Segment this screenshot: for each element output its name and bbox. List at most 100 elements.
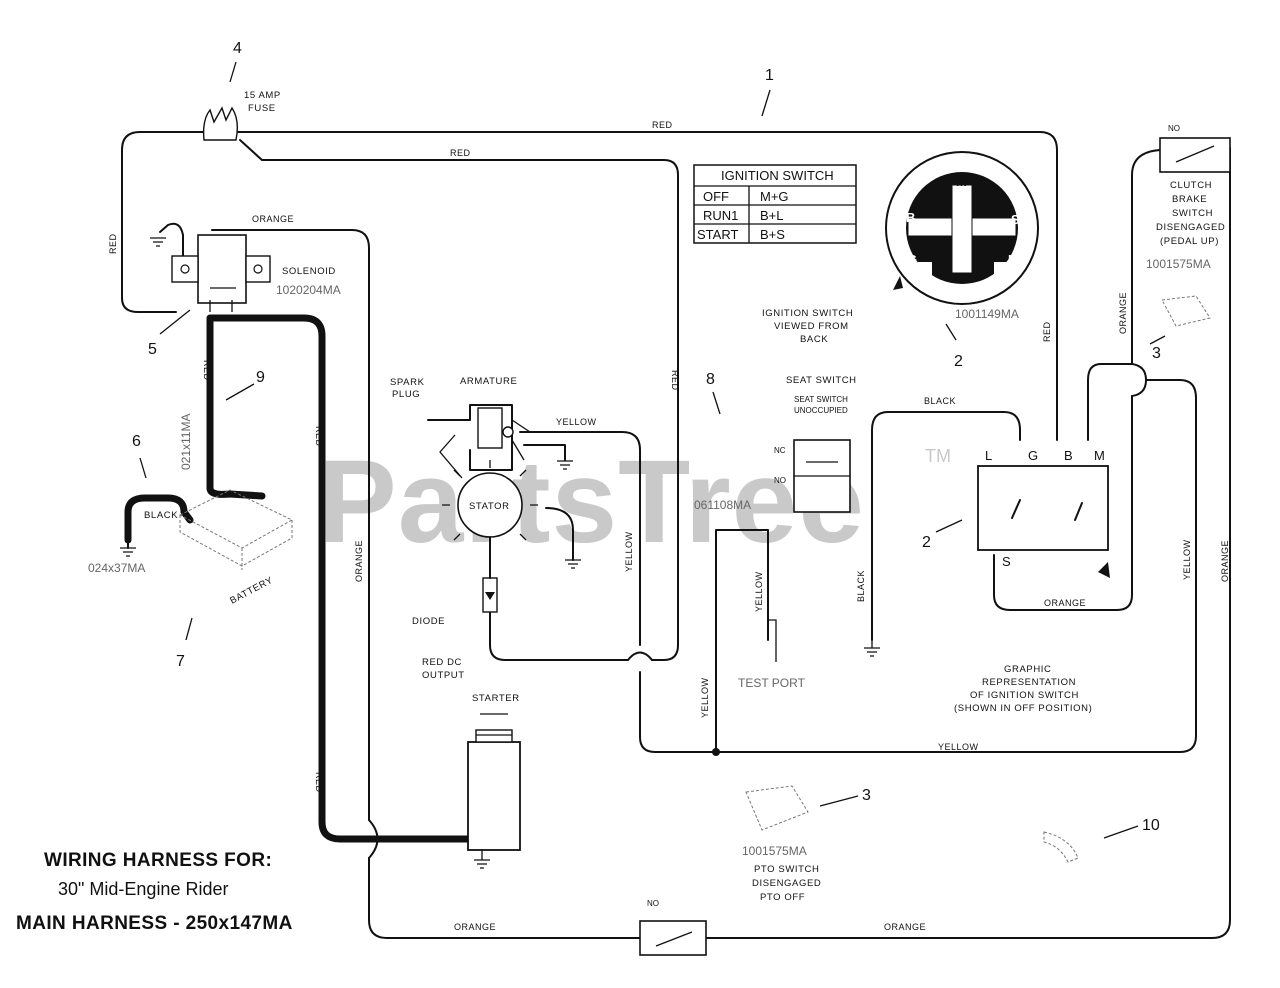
wire-red-dc — [489, 611, 629, 661]
callout-leader — [1103, 825, 1139, 839]
wire-label-red: RED — [314, 426, 324, 447]
graphic-terminal-b: B — [1064, 448, 1073, 463]
armature-outline — [427, 404, 513, 471]
ignition-row-pos: START — [697, 227, 738, 242]
clip-sketch — [1043, 831, 1079, 863]
battery-cable-black: BLACK — [144, 510, 178, 521]
wire-red-fuse-right — [237, 131, 1058, 441]
wire-stator-ground — [545, 507, 574, 561]
battery-label: BATTERY — [228, 575, 275, 607]
callout-4: 4 — [233, 40, 242, 57]
callout-3-pto: 3 — [862, 787, 871, 804]
diode-icon — [485, 592, 495, 600]
watermark-tm: TM — [925, 446, 951, 466]
battery: BATTERY BLACK 024x37MA 021x11MA — [88, 414, 294, 607]
armature-label: ARMATURE — [460, 376, 517, 387]
arrow-icon — [893, 276, 903, 290]
harness-part: 021x11MA — [179, 414, 193, 470]
callout-5: 5 — [148, 341, 157, 358]
callout-6: 6 — [132, 433, 141, 450]
wire-label-orange: ORANGE — [354, 540, 364, 582]
seat-switch-nc: NC — [774, 446, 786, 455]
callout-leader — [1149, 335, 1166, 345]
callout-1: 1 — [765, 67, 774, 84]
solenoid-body — [197, 234, 247, 304]
ground-symbol — [474, 850, 490, 869]
title-line-3: MAIN HARNESS - 250x147MA — [16, 913, 293, 934]
callout-leader — [712, 391, 721, 415]
terminal-g: G — [907, 252, 917, 267]
pto-no-label: NO — [647, 899, 659, 908]
ignition-row-conn: B+L — [760, 208, 784, 223]
wire-label-black: BLACK — [924, 396, 956, 406]
test-port-label: TEST PORT — [738, 676, 806, 690]
wire-solenoid-ground — [159, 222, 184, 271]
solenoid-tab-left — [171, 255, 199, 283]
wire-red-top — [121, 131, 206, 313]
callouts: 1 2 2 3 3 4 5 6 7 8 9 10 — [132, 40, 1166, 839]
pto-switch-body — [639, 920, 707, 956]
wire-red-second — [239, 139, 679, 661]
seat-switch-detail — [794, 461, 850, 477]
ignition-table-grid — [694, 185, 856, 243]
wire-orange-m — [1087, 363, 1133, 441]
ignition-table: IGNITION SWITCH OFF M+G RUN1 B+L START B… — [693, 164, 857, 244]
ignition-graphic-contacts — [1011, 499, 1083, 521]
wire-labels: RED RED RED ORANGE RED RED RED RED ORANG… — [108, 120, 1230, 932]
wire-armature-ground — [523, 444, 566, 461]
callout-leader — [945, 323, 957, 341]
clutch-label-3: SWITCH — [1172, 208, 1213, 219]
ground-symbol — [120, 547, 136, 557]
wire-battery-positive — [206, 314, 266, 500]
armature-terminal — [502, 426, 514, 438]
graphic-terminal-g: G — [1028, 448, 1038, 463]
wire-label-orange: ORANGE — [252, 214, 294, 224]
fuse-label-1: 15 AMP — [244, 90, 281, 101]
solenoid-terminals — [209, 287, 236, 312]
wire-label-yellow: YELLOW — [754, 571, 764, 612]
wire-orange-left — [211, 229, 370, 821]
solenoid-hole — [253, 264, 263, 274]
callout-leader — [159, 309, 191, 335]
solenoid-tab-right — [245, 255, 271, 283]
fuse-label-2: FUSE — [248, 103, 276, 114]
pto-label-1: PTO SWITCH — [754, 864, 819, 875]
callout-leader — [819, 795, 859, 807]
wire-label-red: RED — [652, 120, 673, 130]
ignition-row-conn: M+G — [760, 189, 789, 204]
ignition-switch-back: M B S G L IGNITION SWITCH VIEWED FROM BA… — [762, 151, 1039, 345]
wire-battery-black — [124, 494, 194, 544]
clutch-no-label: NO — [1168, 124, 1180, 133]
engine-magneto: STATOR SPARK PLUG ARMATURE DIODE RED DC … — [390, 376, 538, 681]
clutch-label-2: BRAKE — [1172, 194, 1207, 205]
clutch-label-4: DISENGAGED — [1156, 222, 1225, 233]
solenoid: SOLENOID 1020204MA — [171, 234, 341, 312]
clutch-label-1: CLUTCH — [1170, 180, 1212, 191]
callout-7: 7 — [176, 653, 185, 670]
graphic-terminal-m: M — [1094, 448, 1105, 463]
pto-label-2: DISENGAGED — [752, 878, 821, 889]
wire-label-red: RED — [670, 370, 680, 391]
ignition-graphic-box — [977, 465, 1109, 551]
wire-label-orange: ORANGE — [454, 922, 496, 932]
graphic-label-4: (SHOWN IN OFF POSITION) — [954, 703, 1092, 714]
solenoid-hole — [180, 264, 190, 274]
clutch-label-5: (PEDAL UP) — [1160, 236, 1219, 247]
terminal-s: S — [1011, 212, 1020, 227]
title-block: WIRING HARNESS FOR: 30" Mid-Engine Rider… — [16, 850, 293, 934]
wire-label-yellow: YELLOW — [938, 742, 979, 752]
wire-black-seat — [871, 411, 1021, 641]
ignition-row-pos: OFF — [703, 189, 729, 204]
battery-outline — [178, 489, 294, 570]
seat-switch-label: SEAT SWITCH — [786, 375, 857, 386]
spark-plug-label-2: PLUG — [392, 389, 420, 400]
red-dc-label-2: OUTPUT — [422, 670, 465, 681]
wire-yellow-right — [639, 379, 1197, 753]
clutch-switch: NO CLUTCH BRAKE SWITCH DISENGAGED (PEDAL… — [1146, 124, 1231, 327]
wire-orange-left-lower — [368, 857, 641, 939]
wire-label-yellow: YELLOW — [1182, 539, 1192, 580]
solenoid-label: SOLENOID — [282, 266, 336, 277]
pto-switch: NO 1001575MA PTO SWITCH DISENGAGED PTO O… — [639, 785, 821, 956]
callout-3-clutch: 3 — [1152, 345, 1161, 362]
ignition-row-pos: RUN1 — [703, 208, 738, 223]
